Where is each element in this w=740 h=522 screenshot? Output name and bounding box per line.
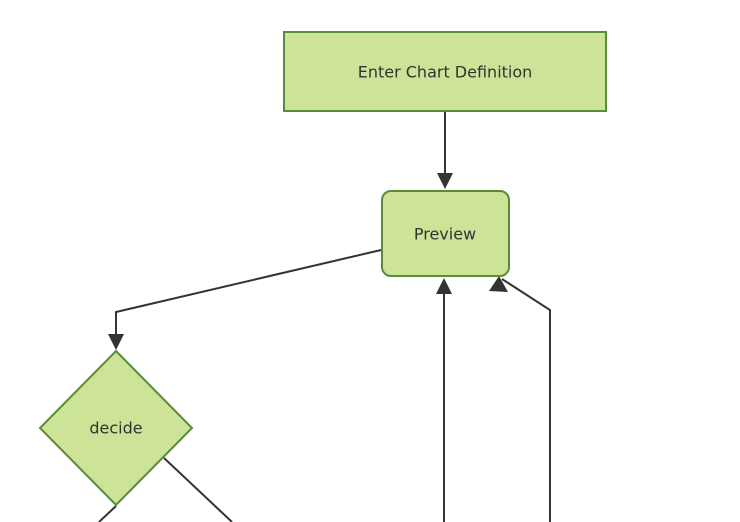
edge-decide-down-right xyxy=(163,457,233,522)
arrow-head-icon xyxy=(108,334,124,350)
edge-layer xyxy=(98,112,551,522)
arrow-head-icon xyxy=(489,276,508,292)
arrow-head-icon xyxy=(437,173,453,189)
edge-line xyxy=(115,249,382,346)
node-preview[interactable]: Preview xyxy=(381,190,510,277)
edge-line xyxy=(163,457,233,522)
arrow-head-icon xyxy=(436,278,452,294)
node-layer: Enter Chart Definition Preview decide xyxy=(38,31,607,507)
edge-line xyxy=(501,278,551,522)
node-label: Preview xyxy=(414,225,476,244)
node-label: Enter Chart Definition xyxy=(358,63,533,82)
node-shape-rounded-rectangle[interactable] xyxy=(381,190,510,277)
node-label: decide xyxy=(89,419,142,438)
node-decide[interactable]: decide xyxy=(38,349,194,507)
edge-preview-to-decide xyxy=(108,249,382,350)
node-shape-rectangle[interactable] xyxy=(283,31,607,112)
edge-enter-to-preview xyxy=(437,112,453,189)
edge-line xyxy=(98,505,117,522)
edge-decide-down-left xyxy=(98,505,117,522)
edge-bottom-right-to-preview xyxy=(489,276,551,522)
node-enter-chart-definition[interactable]: Enter Chart Definition xyxy=(283,31,607,112)
node-shape-diamond[interactable] xyxy=(38,349,194,507)
edge-bottom-center-to-preview xyxy=(436,278,452,522)
